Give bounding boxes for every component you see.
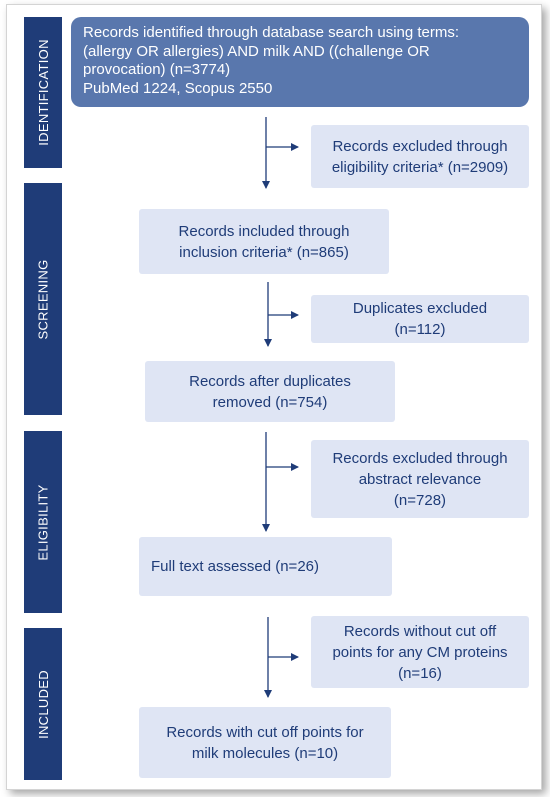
records-without-cutoff-text: Records without cut off points for any C…	[332, 622, 508, 682]
full-text-assessed-box: Full text assessed (n=26)	[139, 537, 392, 596]
phase-included: INCLUDED	[24, 628, 62, 780]
records-included-inclusion-text: Records included through inclusion crite…	[178, 222, 350, 261]
records-included-inclusion-box: Records included through inclusion crite…	[139, 209, 389, 274]
records-without-cutoff-box: Records without cut off points for any C…	[311, 616, 529, 688]
records-excluded-eligibility-box: Records excluded through eligibility cri…	[311, 125, 529, 188]
records-after-duplicates-box: Records after duplicates removed (n=754)	[145, 361, 395, 422]
records-with-cutoff-text: Records with cut off points for milk mol…	[166, 723, 364, 762]
records-identified-text: Records identified through database sear…	[83, 24, 460, 97]
records-excluded-abstract-box: Records excluded through abstract releva…	[311, 440, 529, 518]
full-text-assessed-text: Full text assessed (n=26)	[151, 558, 319, 575]
duplicates-excluded-text: Duplicates excluded (n=112)	[352, 300, 488, 338]
phase-identification: IDENTIFICATION	[24, 17, 62, 168]
records-after-duplicates-text: Records after duplicates removed (n=754)	[189, 372, 351, 411]
records-with-cutoff-box: Records with cut off points for milk mol…	[139, 707, 391, 778]
records-excluded-eligibility-text: Records excluded through eligibility cri…	[331, 137, 509, 176]
records-excluded-abstract-text: Records excluded through abstract releva…	[332, 449, 508, 509]
phase-eligibility: ELIGIBILITY	[24, 431, 62, 613]
records-identified-box: Records identified through database sear…	[71, 17, 529, 107]
duplicates-excluded-box: Duplicates excluded (n=112)	[311, 295, 529, 343]
phase-screening: SCREENING	[24, 183, 62, 415]
